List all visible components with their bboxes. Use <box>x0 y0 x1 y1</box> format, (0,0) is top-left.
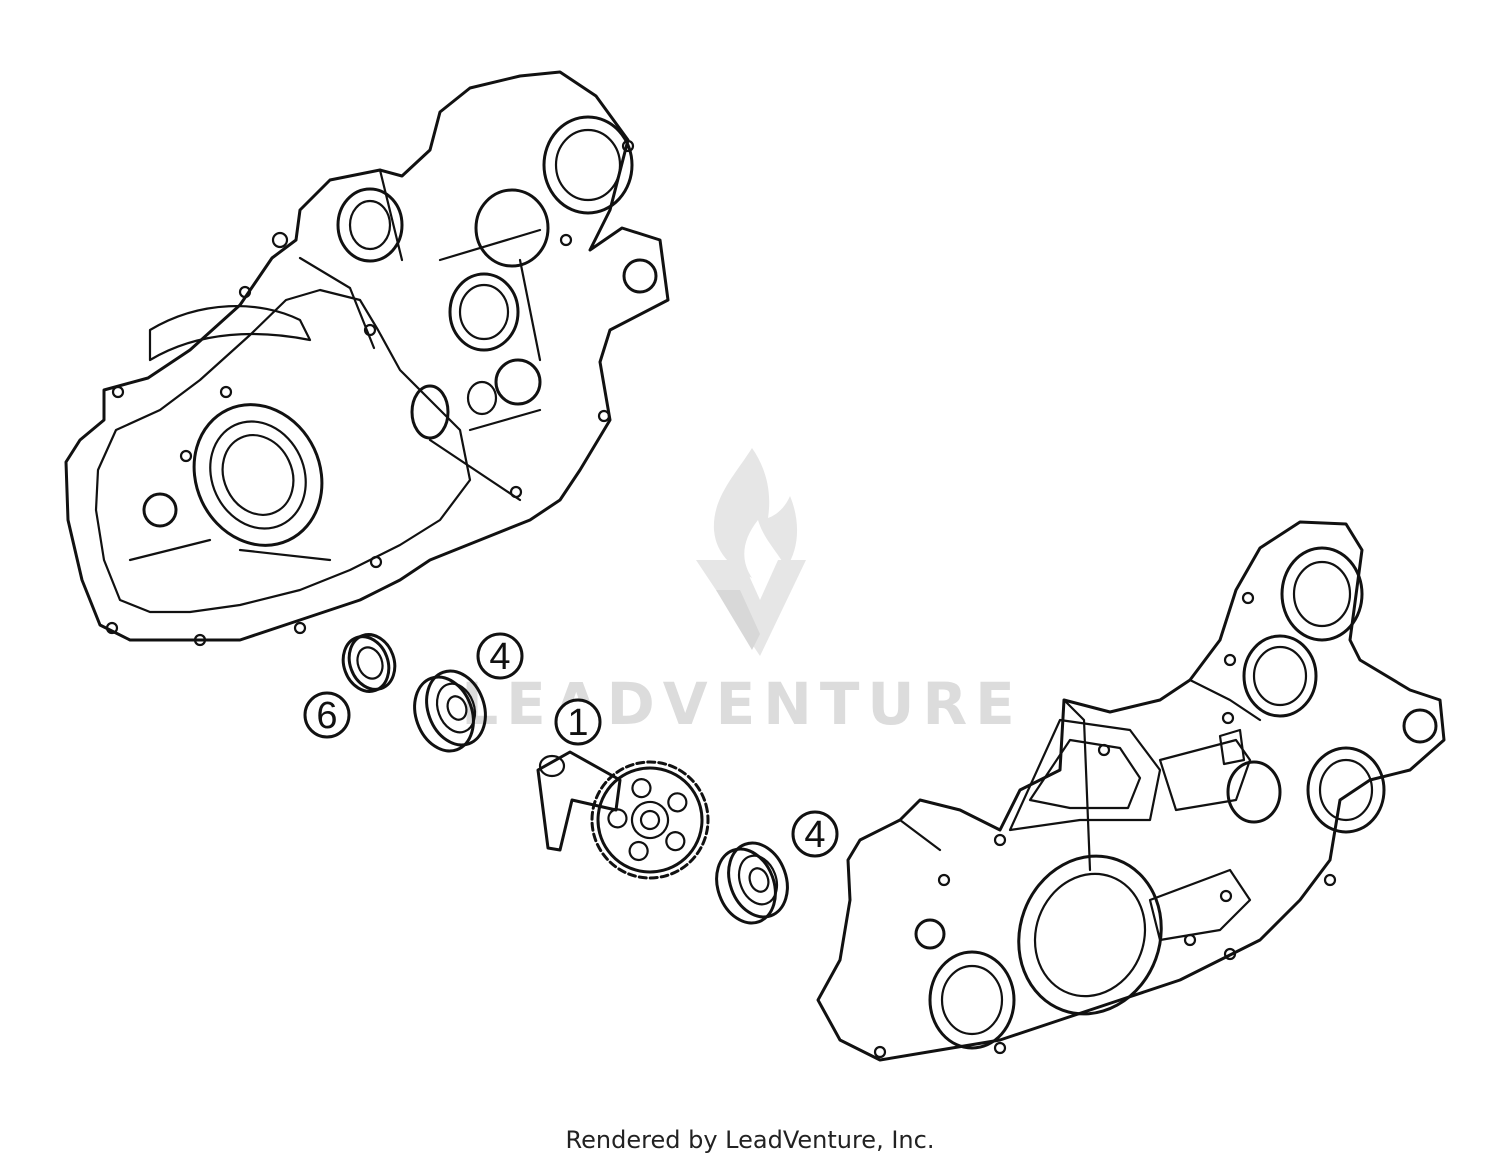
ball-bearing-upper[interactable] <box>405 663 496 760</box>
ball-bearing-lower[interactable] <box>707 835 798 932</box>
watermark-text: LEADVENTURE <box>461 670 1023 738</box>
flame-logo-icon <box>696 448 806 656</box>
callout-6[interactable]: 6 <box>303 691 351 739</box>
callout-label: 4 <box>489 636 510 678</box>
leadventure-watermark: LEADVENTURE <box>461 448 1023 738</box>
right-crankcase-half[interactable] <box>816 520 1446 1062</box>
callout-label: 6 <box>316 695 337 737</box>
callout-label: 4 <box>804 814 825 856</box>
callout-label: 1 <box>567 702 588 744</box>
callout-1[interactable]: 1 <box>554 698 602 746</box>
shaft-seal[interactable] <box>336 628 402 698</box>
callout-4-b[interactable]: 4 <box>791 810 839 858</box>
left-crankcase-half[interactable] <box>64 70 670 647</box>
balancer-shaft-gear[interactable] <box>536 749 721 891</box>
render-credit: Rendered by LeadVenture, Inc. <box>565 1126 935 1154</box>
callout-4-a[interactable]: 4 <box>476 632 524 680</box>
